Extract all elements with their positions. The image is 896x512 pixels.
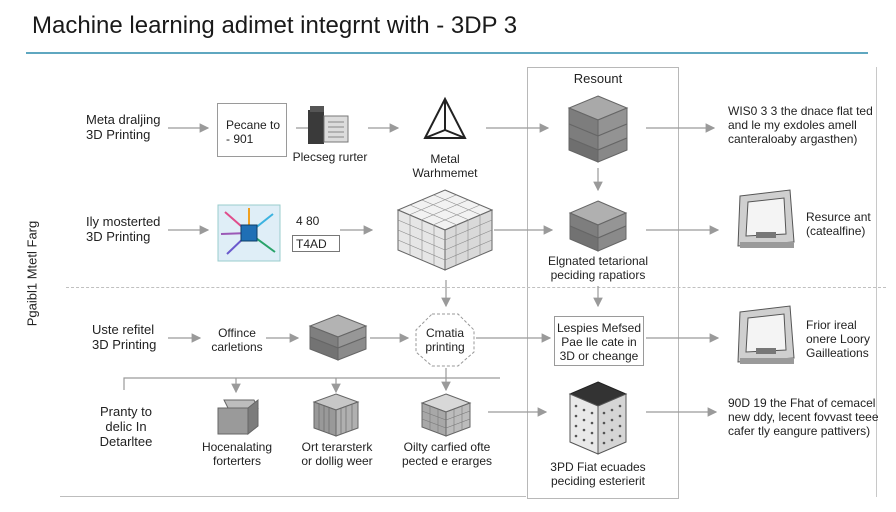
- row3-offline-text: Offince carletions: [211, 326, 263, 354]
- pyramid-icon: [423, 96, 467, 139]
- row3-circle-text: Cmatia printing: [425, 326, 465, 354]
- title-underline: [26, 52, 868, 54]
- colorful-model-icon: [217, 204, 281, 262]
- row4-label: Pranty to delic In Detarltee: [99, 404, 153, 449]
- row2-tag-top: 4 80: [296, 214, 320, 228]
- dotted-cube-icon: [568, 381, 628, 455]
- right-border-line: [876, 67, 877, 497]
- row4-right-text: 90D 19 the Fhat of cemacel new ddy, lece…: [728, 396, 879, 438]
- result-panel: [527, 67, 679, 499]
- row1-box-text: Pecane to - 901: [226, 118, 281, 146]
- row1-result-text: WIS0 3 3 the dnace flat ted and le my ex…: [728, 104, 873, 146]
- row2-stack-caption: Elgnated tetarional peciding rapatiors: [547, 254, 649, 282]
- row3-mid-text: Lespies Mefsed Pae lle cate in 3D or che…: [556, 321, 642, 363]
- section-divider: [66, 287, 886, 288]
- lattice-cube-icon: [396, 189, 494, 271]
- row4-item3-caption: Oilty carfied ofte pected e erarges: [401, 440, 493, 468]
- row3-label: Uste refitel 3D Printing: [92, 322, 157, 352]
- row3-mid-box: Lespies Mefsed Pae lle cate in 3D or che…: [554, 316, 644, 366]
- printer-icon: [308, 106, 349, 144]
- pyramid-caption: Metal Warhmemet: [412, 152, 478, 180]
- dashed-octagon-icon: [415, 313, 475, 367]
- row3-right-text: Frior ireal onere Loory Gailleations: [806, 318, 871, 360]
- page-title: Machine learning adimet integrnt with - …: [32, 12, 518, 39]
- striped-block-icon: [312, 393, 360, 437]
- row1-label: Meta draljing 3D Printing: [86, 112, 161, 142]
- layered-block-icon: [308, 314, 368, 361]
- row2-tag-box: T4AD: [292, 235, 340, 252]
- small-block-icon: [217, 398, 259, 436]
- row4-item2-caption: Ort terarsterk or dollig weer: [301, 440, 373, 468]
- block-stack-icon: [568, 200, 628, 252]
- grid-block-icon: [420, 393, 472, 437]
- row4-item1-caption: Hocenalating forterters: [201, 440, 273, 468]
- printer-caption: Plecseg rurter: [292, 150, 368, 164]
- row2-label: Ily mosterted 3D Printing: [86, 214, 161, 244]
- result-header: Resount: [573, 71, 623, 86]
- row2-right-text: Resurce ant (catealfine): [806, 210, 871, 238]
- row4-cube-caption: 3PD Fiat ecuades peciding esterierit: [550, 460, 646, 488]
- frame-printer-icon-2: [737, 305, 795, 364]
- row1-input-box: Pecane to - 901: [217, 103, 287, 157]
- stacked-blocks-icon: [567, 95, 629, 163]
- bottom-rule: [60, 496, 526, 497]
- row2-tag-text: T4AD: [296, 237, 327, 251]
- frame-printer-icon-1: [737, 189, 795, 248]
